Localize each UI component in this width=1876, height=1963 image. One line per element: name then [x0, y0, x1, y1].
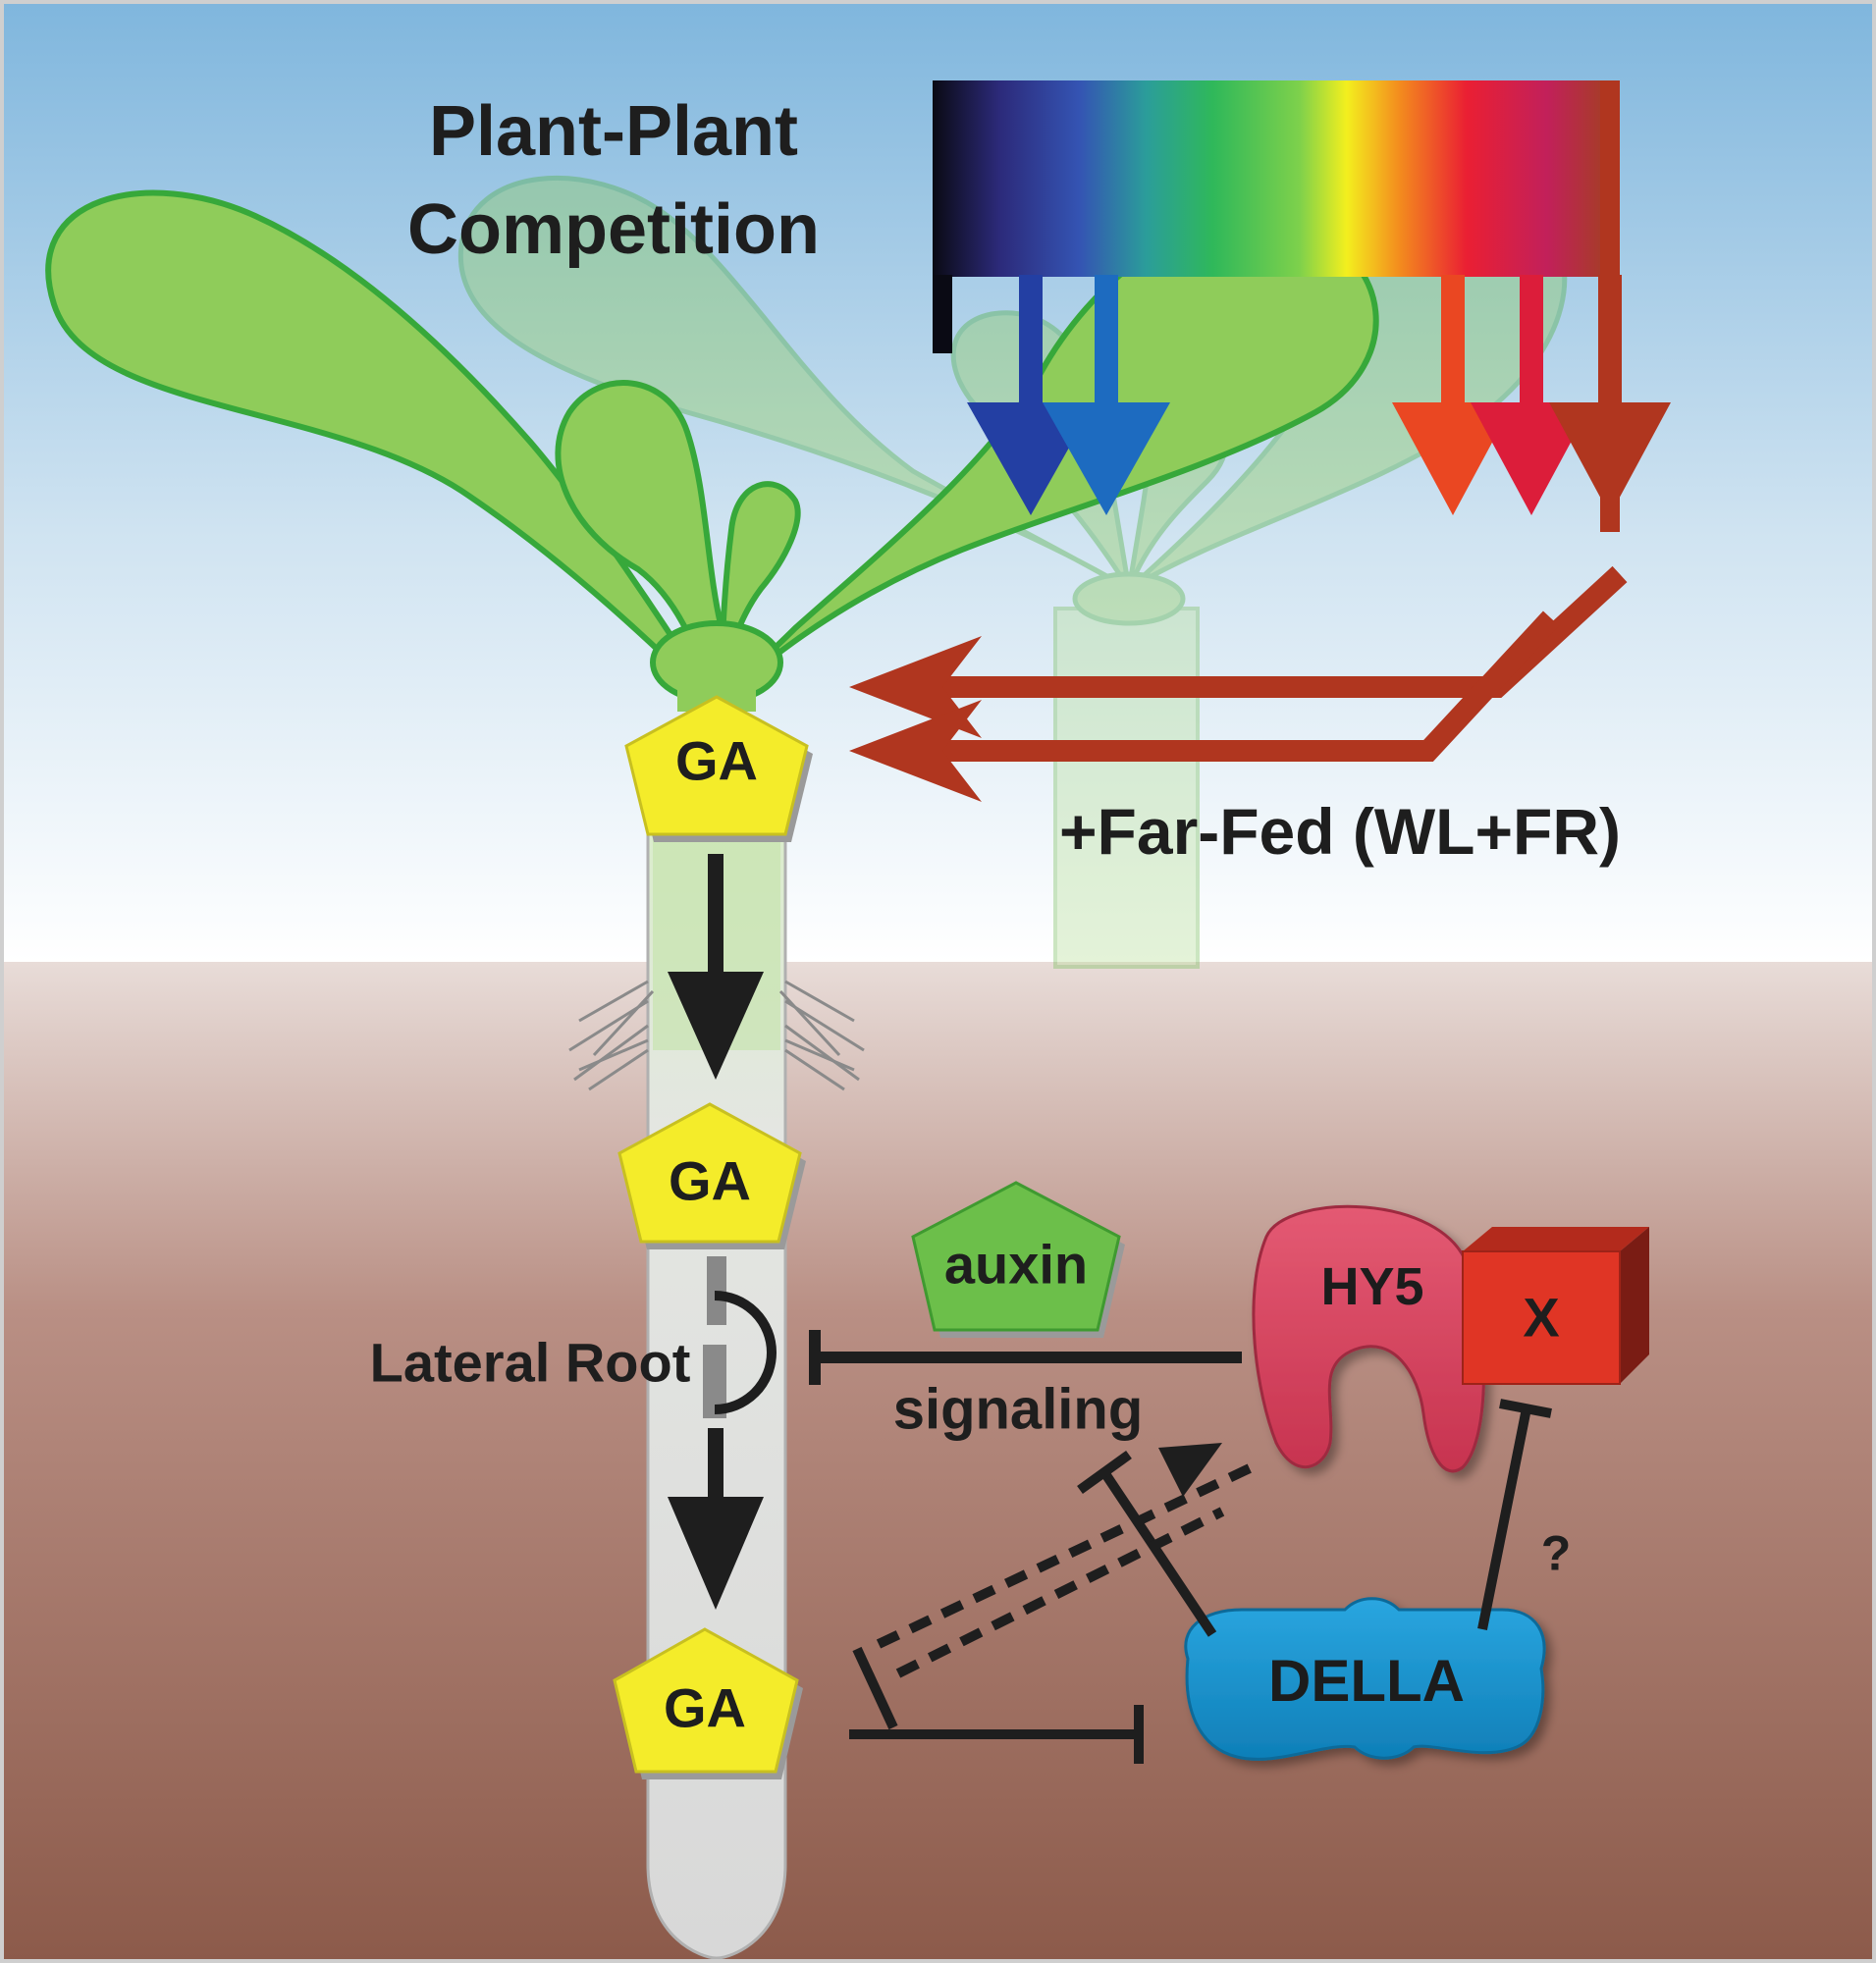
spectrum-bar	[933, 80, 1600, 277]
far-red-arrowhead-2	[849, 700, 982, 802]
ga-transport-arrow-2	[668, 1428, 764, 1610]
hy5-label: HY5	[1320, 1257, 1423, 1316]
leaf-inner-left	[555, 380, 725, 708]
blue-light-arrows	[967, 275, 1170, 515]
hy5-inhibits-lateral-root	[809, 1330, 1242, 1385]
treatment-label: +Far-Fed (WL+FR)	[1059, 795, 1621, 868]
x-protein: X	[1462, 1227, 1649, 1385]
della-inhibits-x	[1477, 1399, 1552, 1630]
leaf-left-large	[45, 189, 720, 710]
light-spectrum	[933, 80, 1671, 532]
far-red-arrows	[884, 565, 1628, 762]
della-inhibits-hy5-path	[1077, 1450, 1217, 1637]
ga-tip-label: GA	[664, 1677, 746, 1739]
dashed-arrowhead	[1158, 1443, 1222, 1497]
ga-shoot-label: GA	[675, 730, 758, 792]
hy5-protein: HY5	[1252, 1204, 1485, 1473]
ga-mid-label: GA	[669, 1150, 751, 1212]
question-mark: ?	[1541, 1526, 1572, 1581]
title-line1: Plant-Plant	[429, 92, 798, 171]
lateral-root-label: Lateral Root	[370, 1332, 691, 1394]
dashed-inhibit-bar	[852, 1646, 898, 1730]
lateral-root-bracket	[714, 1291, 777, 1414]
soil-background	[0, 962, 1876, 1963]
ga-mid: GA	[617, 1102, 806, 1249]
auxin-label: auxin	[944, 1234, 1088, 1296]
title-line2: Competition	[407, 190, 820, 269]
della-protein: DELLA	[1184, 1597, 1546, 1761]
red-light-arrows	[1392, 275, 1671, 515]
root-hairs	[568, 980, 865, 1091]
della-label: DELLA	[1268, 1648, 1465, 1714]
dashed-ga-hy5-paths	[876, 1462, 1255, 1678]
leaf-inner-right	[719, 481, 801, 688]
ga-inhibits-della	[849, 1705, 1144, 1764]
signaling-label: signaling	[893, 1377, 1144, 1441]
ga-tip: GA	[613, 1627, 803, 1779]
ga-shoot: GA	[624, 695, 813, 842]
auxin: auxin	[911, 1181, 1125, 1338]
x-label: X	[1523, 1287, 1559, 1349]
ga-transport-arrow-1	[668, 854, 764, 1080]
